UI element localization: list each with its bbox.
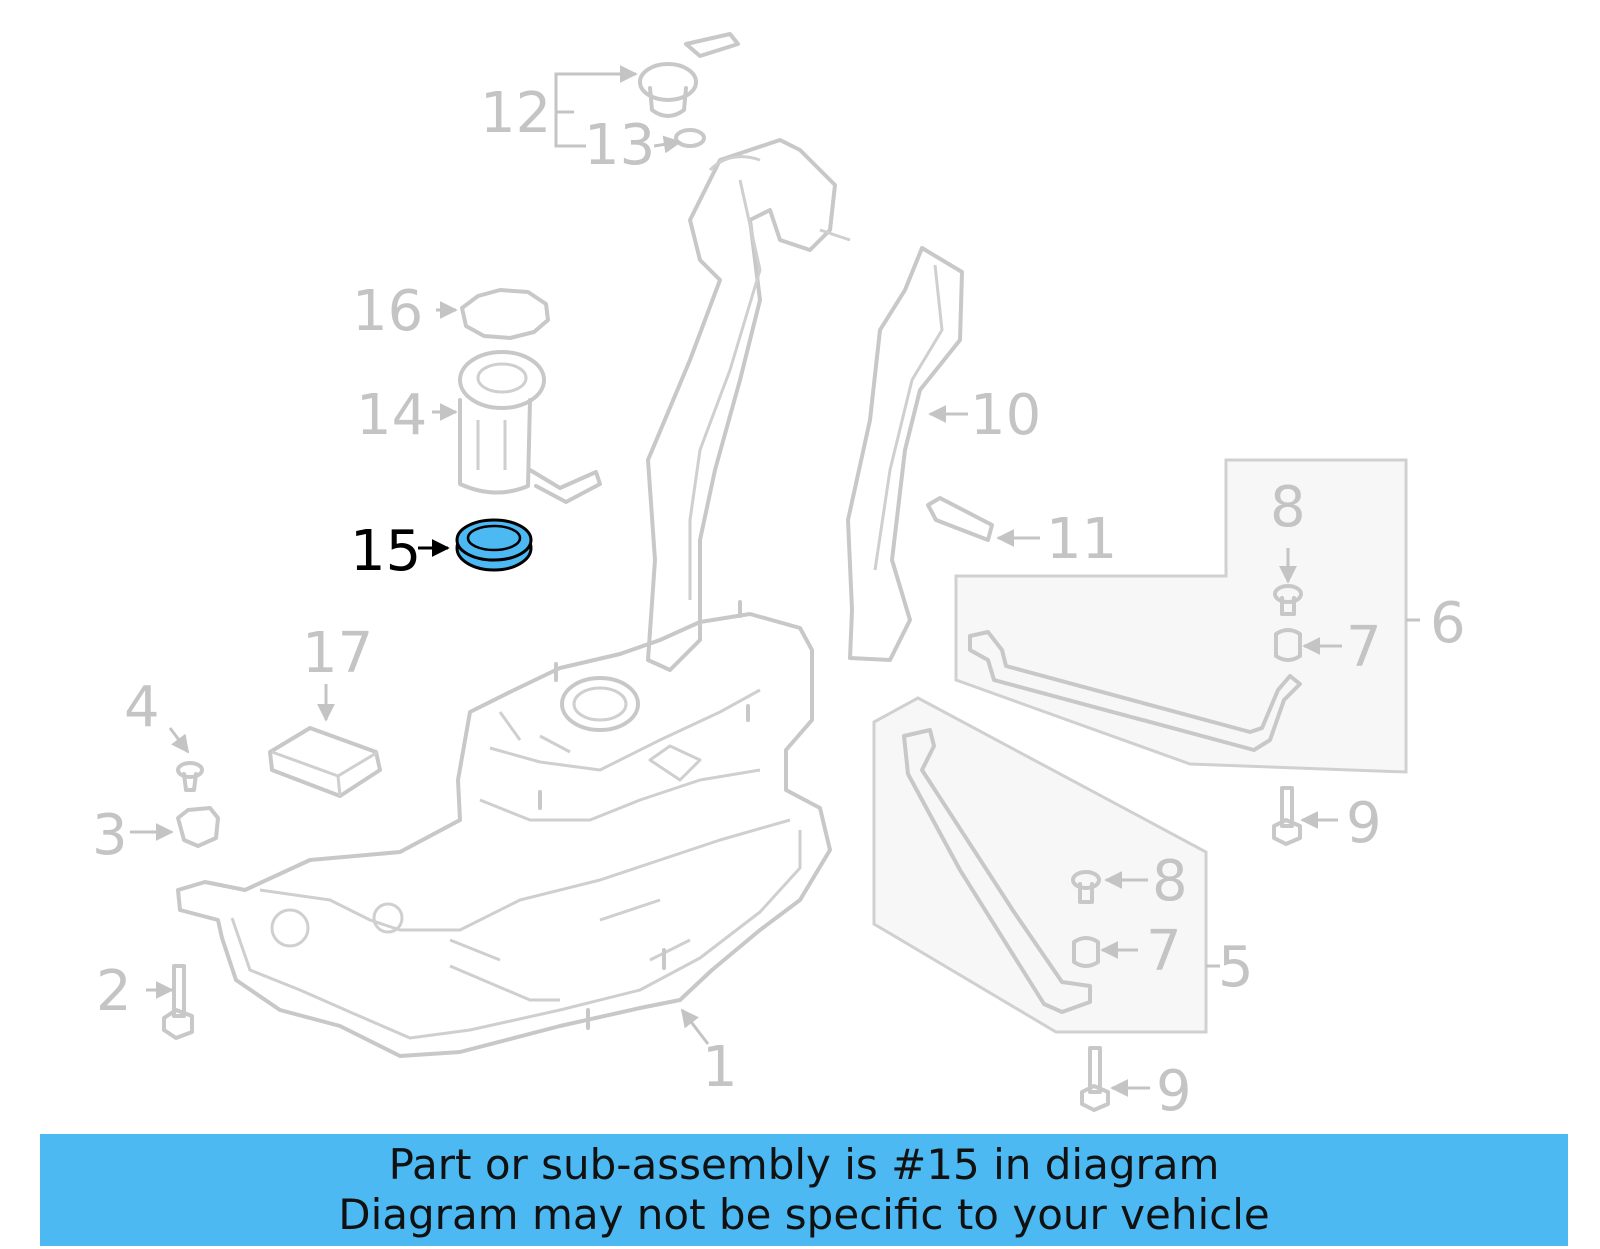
callout-6: 6 [1430, 591, 1466, 656]
callout-3: 3 [92, 803, 128, 868]
bolt-2-part [162, 964, 194, 1040]
callout-labels: 12 13 16 14 15 10 11 17 4 3 2 1 8 7 6 9 … [92, 81, 1466, 1124]
callout-17: 17 [302, 621, 373, 686]
callout-9-upper: 9 [1346, 791, 1382, 856]
callout-9-lower: 9 [1156, 1059, 1192, 1124]
lock-ring-part [460, 288, 550, 340]
callout-7-upper: 7 [1346, 615, 1382, 680]
strap-6-group [954, 458, 1408, 846]
fuel-tank-part [176, 600, 832, 1058]
callout-13: 13 [584, 113, 655, 178]
callout-10: 10 [970, 383, 1041, 448]
callout-7-lower: 7 [1146, 919, 1182, 984]
highlighted-gasket-part [455, 518, 533, 572]
callout-8-upper: 8 [1270, 475, 1306, 540]
callout-12: 12 [480, 81, 551, 146]
clip-3-part [176, 806, 220, 848]
heat-shield-part [846, 246, 964, 662]
info-banner: Part or sub-assembly is #15 in diagram D… [40, 1134, 1568, 1246]
callout-1: 1 [702, 1035, 738, 1100]
fuel-pump-part [458, 350, 602, 504]
leader-lines [130, 65, 1420, 1097]
banner-part-info: Part or sub-assembly is #15 in diagram [388, 1140, 1220, 1189]
bolt-11-part [926, 496, 994, 542]
callout-16: 16 [352, 279, 423, 344]
callout-4: 4 [124, 675, 160, 740]
banner-disclaimer: Diagram may not be specific to your vehi… [338, 1190, 1270, 1239]
callout-15: 15 [350, 519, 421, 584]
fuel-cap-part [638, 32, 740, 148]
callout-8-lower: 8 [1152, 849, 1188, 914]
filler-neck-part [646, 138, 851, 672]
module-17-part [268, 726, 382, 798]
callout-14: 14 [356, 383, 427, 448]
screw-4-part [176, 761, 204, 792]
callout-5: 5 [1218, 935, 1254, 1000]
callout-2: 2 [96, 959, 132, 1024]
callout-11: 11 [1046, 507, 1117, 572]
